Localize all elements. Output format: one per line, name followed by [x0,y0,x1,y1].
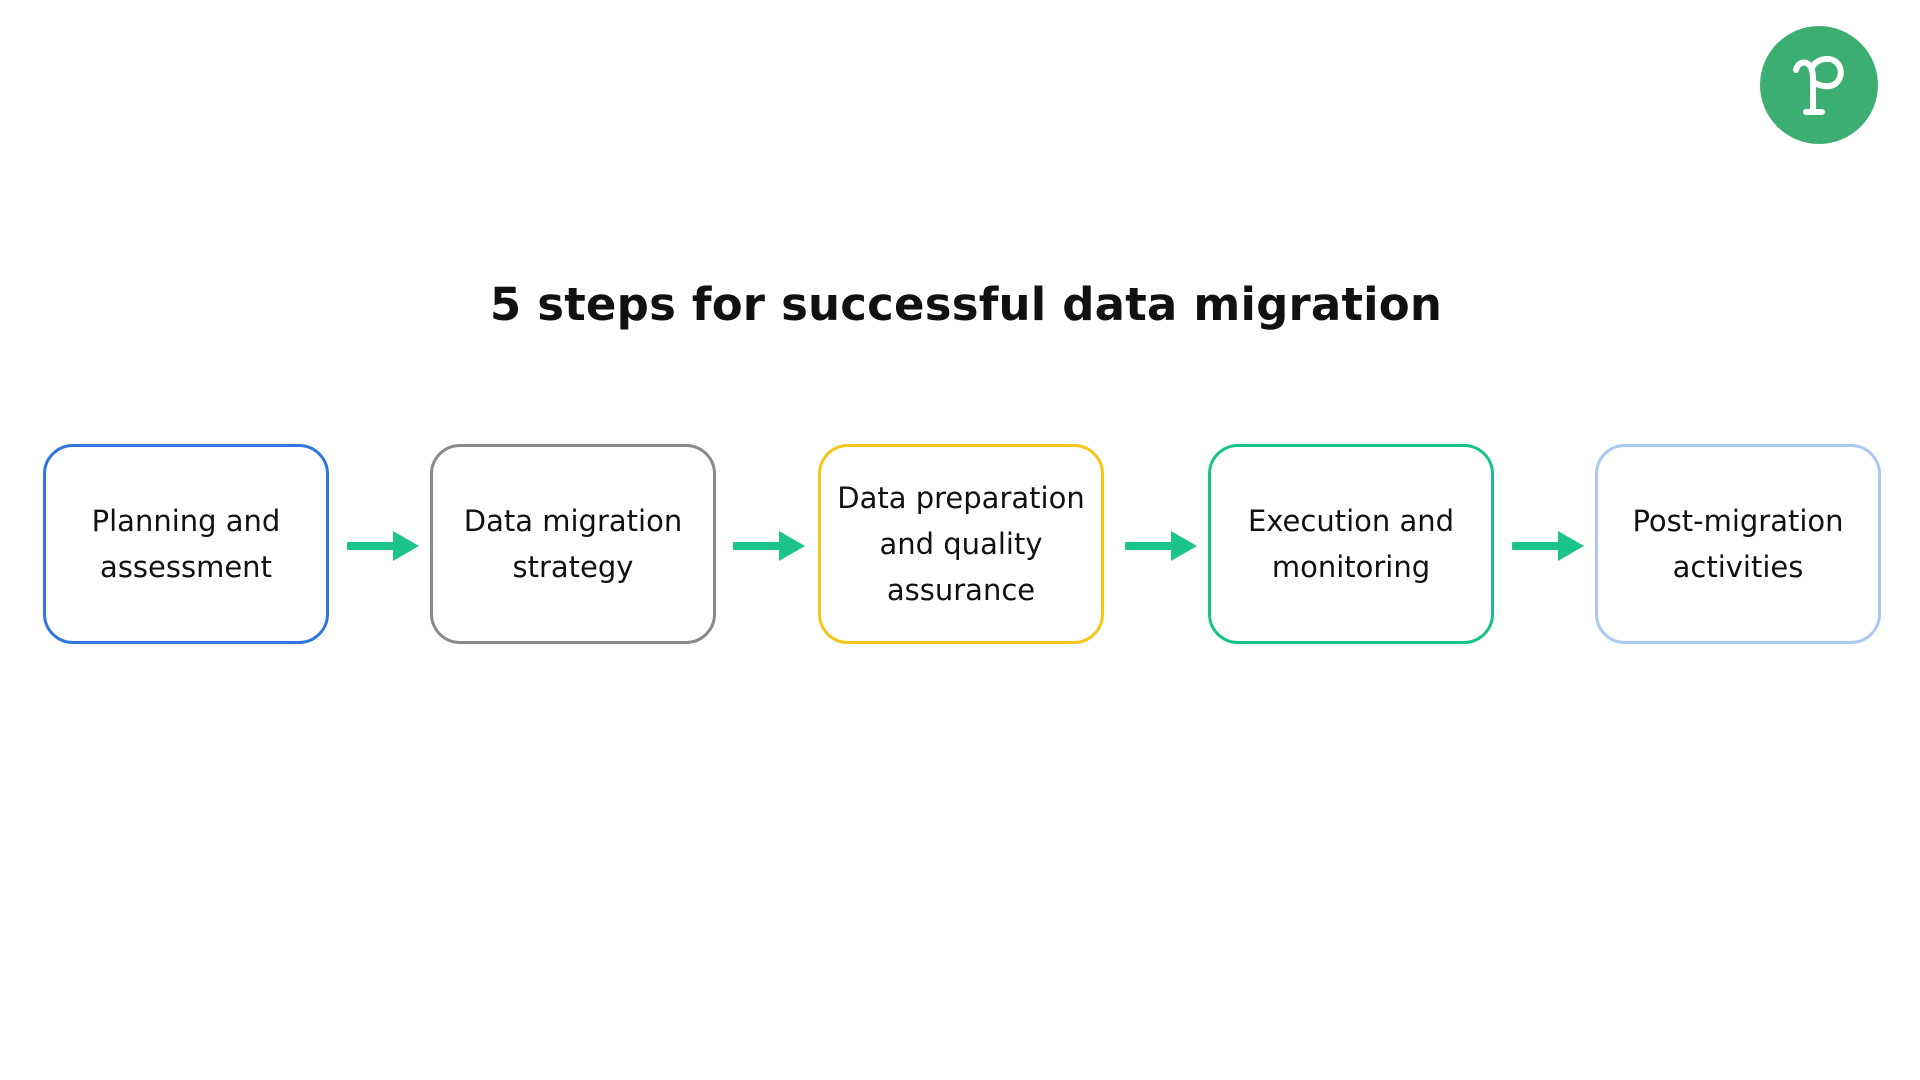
p-monogram-logo-icon [1760,26,1878,144]
logo [1760,26,1878,144]
arrow-right-icon [347,531,419,561]
diagram-title: 5 steps for successful data migration [489,278,1443,331]
arrow-right-icon [733,531,805,561]
arrow-right-icon [1125,531,1197,561]
logo-glyph [1793,56,1844,115]
arrow-right-icon [1512,531,1584,561]
